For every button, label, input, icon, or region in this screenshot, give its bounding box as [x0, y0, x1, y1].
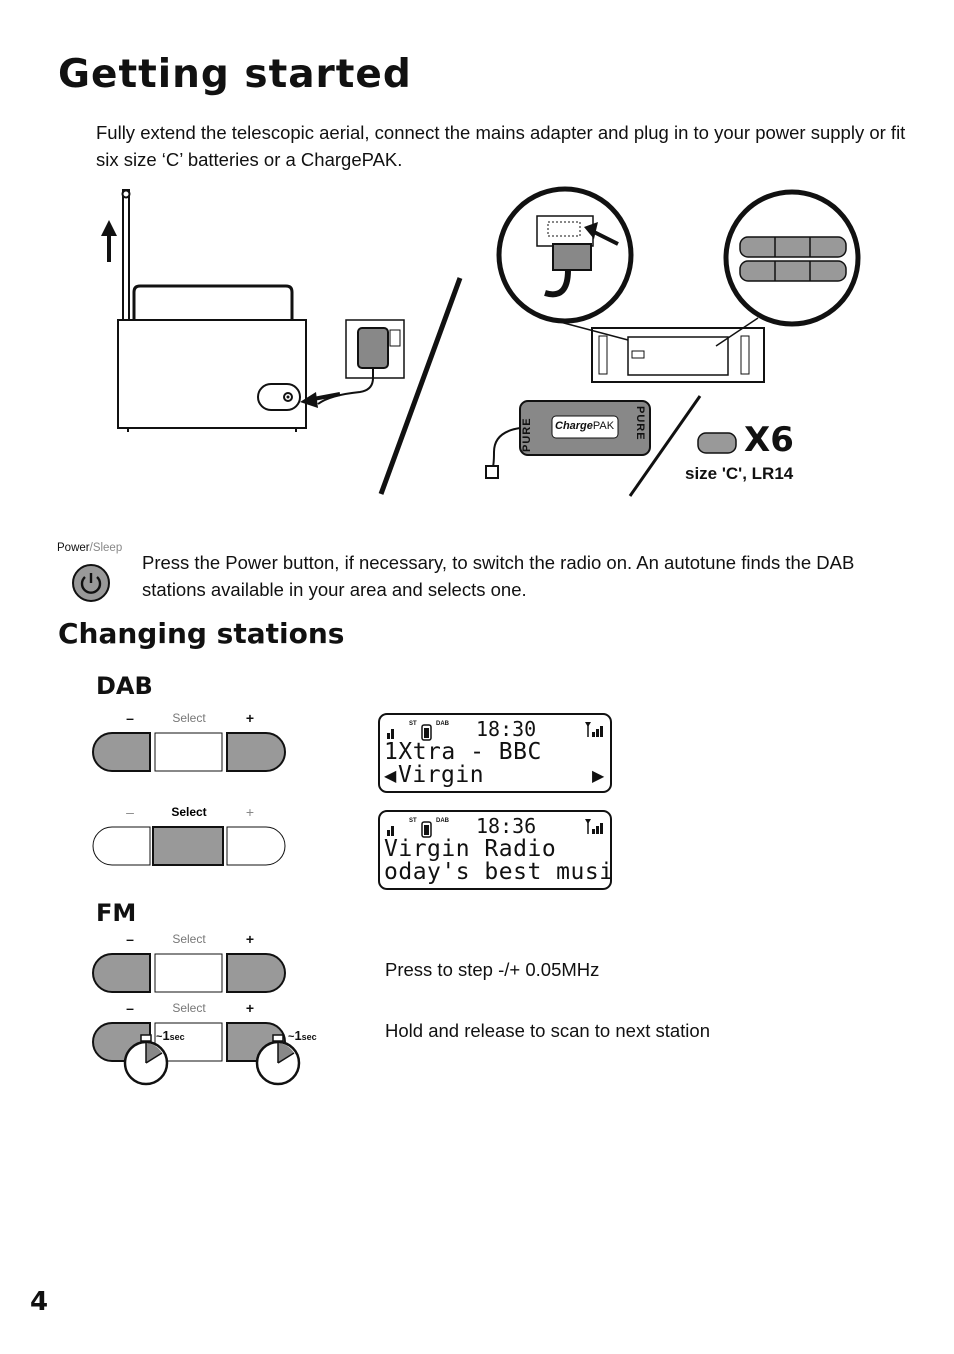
lcd-time: 18:30 — [476, 717, 537, 741]
batteries-detail — [723, 189, 861, 327]
dab2-select-button[interactable] — [152, 826, 224, 866]
lcd2-line-1: Virgin Radio — [384, 836, 557, 862]
lcd2-time: 18:36 — [476, 814, 537, 838]
page-number: 4 — [30, 1287, 49, 1317]
dab2-minus-label: – — [126, 804, 134, 820]
battery-size-label: size 'C', LR14 — [685, 464, 794, 483]
fm-step-text: Press to step -/+ 0.05MHz — [385, 959, 600, 980]
plug-arrow-icon — [300, 392, 341, 408]
dab-minus-button[interactable] — [92, 732, 151, 772]
fm-minus-label: – — [126, 931, 134, 947]
dab-plus-label: + — [245, 710, 255, 726]
lcd-line-1: 1Xtra - BBC — [384, 739, 542, 765]
dab-label: DAB — [96, 672, 153, 700]
fm2-select-label: Select — [172, 1001, 206, 1015]
fm2-plus-label: + — [245, 1000, 255, 1016]
c-battery-icon — [697, 432, 737, 454]
lcd-dab-indicator: DAB — [436, 721, 449, 727]
power-icon — [80, 573, 102, 594]
intro-text: Fully extend the telescopic aerial, conn… — [96, 122, 906, 170]
hold-value: 1 — [162, 1028, 170, 1043]
lcd-display-1: ST DAB 18:30 1Xtra - BBC ◀ Virgin ▶ — [378, 713, 612, 793]
stopwatch-icon-2 — [255, 1034, 301, 1086]
fm-plus-button[interactable] — [226, 953, 286, 993]
telescopic-aerial — [121, 189, 131, 321]
fm-buttons-step — [92, 953, 286, 993]
fm2-minus-label: – — [126, 1000, 134, 1016]
chargepak-icon — [485, 400, 651, 479]
dab2-plus-label: + — [245, 804, 255, 820]
hold-unit-2: sec — [301, 1032, 317, 1042]
left-arrow-icon: ◀ — [384, 768, 397, 785]
dab-select-button[interactable] — [154, 732, 223, 772]
mains-adapter — [317, 319, 405, 405]
dab-minus-label: – — [126, 710, 134, 726]
lcd2-status-icons — [387, 821, 432, 838]
fm-select-button[interactable] — [154, 953, 223, 993]
battery-compartment — [591, 327, 765, 383]
dab-plus-button[interactable] — [226, 732, 286, 772]
hold-time-minus: ~1sec — [156, 1028, 185, 1043]
lcd-display-2: ST DAB 18:36 Virgin Radio oday's best mu… — [378, 810, 614, 890]
dab-buttons-tune — [92, 732, 286, 772]
battery-count: X6 — [744, 420, 794, 460]
volume-icon — [387, 826, 394, 836]
dab2-minus-button[interactable] — [92, 826, 151, 866]
hold-value-2: 1 — [294, 1028, 302, 1043]
signal-icon — [585, 722, 603, 737]
dab2-plus-button[interactable] — [226, 826, 286, 866]
up-arrow-icon — [101, 220, 117, 262]
setup-illustration — [101, 186, 861, 497]
lcd2-st-indicator: ST — [409, 818, 417, 824]
chargepak-brand-right: PURE — [634, 406, 646, 441]
lcd-status-icons — [387, 724, 432, 741]
fm-label: FM — [96, 899, 137, 927]
fm-buttons-scan — [92, 1022, 301, 1086]
dab2-select-label: Select — [171, 805, 207, 819]
label-separator: / — [89, 542, 93, 554]
radio-body — [117, 284, 307, 432]
lcd2-line-2: oday's best musi — [384, 859, 614, 885]
right-arrow-icon: ▶ — [592, 768, 605, 785]
connector-detail — [496, 186, 634, 324]
divider-line-small — [628, 395, 702, 497]
fm-scan-text: Hold and release to scan to next station — [385, 1020, 710, 1041]
fm-minus-button[interactable] — [92, 953, 151, 993]
lcd2-dab-indicator: DAB — [436, 818, 449, 824]
hold-unit: sec — [169, 1032, 185, 1042]
power-sleep-label: Power/Sleep — [57, 542, 122, 554]
dab-buttons-select — [92, 826, 286, 866]
hold-prefix: ~ — [156, 1031, 163, 1043]
power-label: Power — [57, 542, 90, 554]
power-instructions: Press the Power button, if necessary, to… — [142, 552, 855, 600]
fm-plus-label: + — [245, 931, 255, 947]
page-title: Getting started — [58, 52, 412, 97]
power-button[interactable] — [71, 563, 111, 603]
dab-select-label: Select — [172, 711, 206, 725]
lcd-line-2: Virgin — [398, 762, 485, 788]
hold-time-plus: ~1sec — [288, 1028, 317, 1043]
lcd-st-indicator: ST — [409, 721, 417, 727]
volume-icon — [387, 729, 394, 739]
hold-prefix-2: ~ — [288, 1031, 295, 1043]
chargepak-label-a: Charge — [555, 420, 593, 432]
sleep-label: Sleep — [92, 542, 123, 554]
signal-icon — [585, 819, 603, 834]
divider-line — [378, 277, 463, 495]
stopwatch-icon — [123, 1034, 169, 1086]
chargepak-brand-left: PURE — [521, 417, 533, 452]
chargepak-label: ChargePAK — [555, 420, 614, 432]
fm-select-label: Select — [172, 932, 206, 946]
chargepak-label-b: PAK — [592, 420, 615, 432]
section-title: Changing stations — [58, 617, 345, 650]
